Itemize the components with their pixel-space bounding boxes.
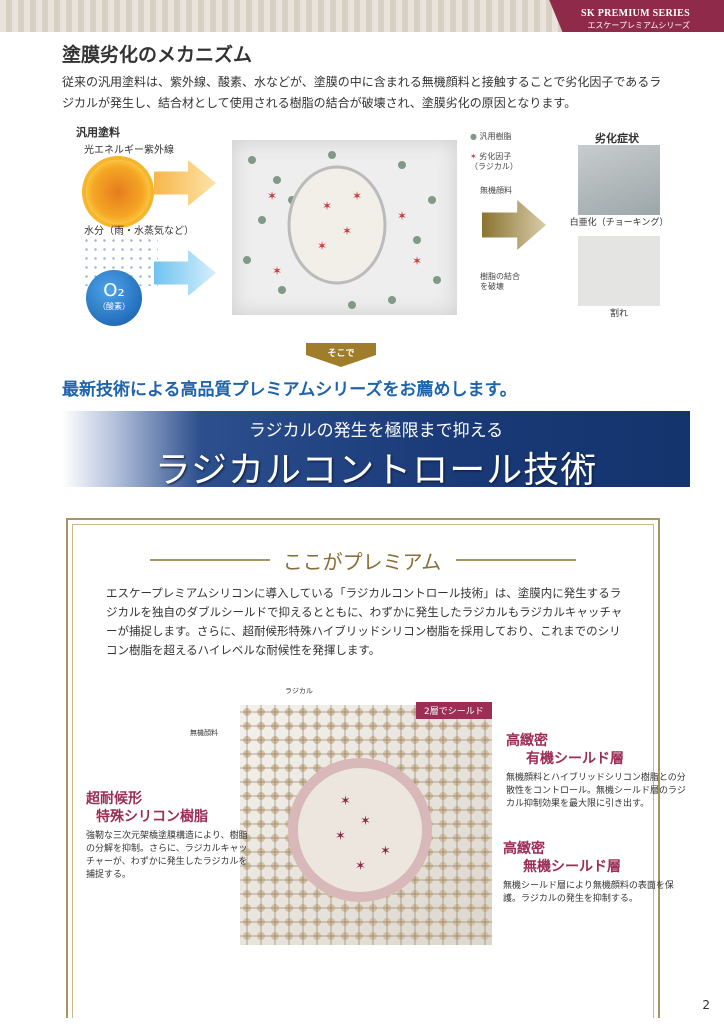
crack-caption: 割れ [609,309,628,319]
uv-label: 光エネルギー紫外線 [84,145,174,156]
legend-radical: ✶ 劣化因子（ラジカル） [470,152,520,172]
crack-photo: 割れ [578,236,660,320]
resin-title-line2: 特殊シリコン樹脂 [96,809,208,825]
series-name-jp: エスケープレミアムシリーズ [587,21,690,30]
premium-body: エスケープレミアムシリコンに導入している「ラジカルコントロール技術」は、塗膜内に… [106,586,623,657]
svg-text:✶: ✶ [340,794,351,809]
section-title: 塗膜劣化のメカニズム [62,44,253,66]
svg-text:✶: ✶ [380,844,391,859]
arrow-right-icon [154,250,216,296]
premium-frame-inner [72,524,654,1018]
pigment-sphere [287,165,387,285]
banner-title: ラジカルコントロール技術 [154,450,598,491]
svg-text:✶: ✶ [272,264,282,278]
double-shield-diagram: ✶ ✶ ✶ ✶ ✶ [240,705,492,945]
legend-resin-label: 汎用樹脂 [479,132,512,141]
pigment-label: 無機顔料 [190,729,218,737]
intro-text: 従来の汎用塗料は、紫外線、酸素、水などが、塗膜の中に含まれる無機顔料と接触するこ… [62,75,662,110]
divider [150,559,270,561]
radical-icon: ✶ [470,152,477,161]
divider [456,559,576,561]
svg-text:✶: ✶ [267,189,277,203]
banner-subtitle: ラジカルの発生を極限まで抑える [248,421,504,441]
svg-text:✶: ✶ [397,209,407,223]
svg-text:✶: ✶ [335,829,346,844]
svg-text:✶: ✶ [355,859,366,874]
radical-stars: ✶ ✶ ✶ ✶ ✶ ✶ ✶ ✶ [267,189,422,278]
radical-stars: ✶ ✶ ✶ ✶ ✶ [335,794,391,874]
resin-icon: ● [470,132,477,141]
headline: 最新技術による高品質プレミアムシリーズをお薦めします。 [62,380,517,400]
legend-radical-label: 劣化因子（ラジカル） [470,152,518,171]
svg-text:✶: ✶ [322,199,332,213]
two-layer-shield-tag: 2層でシールド [416,702,492,719]
chalking-caption: 白亜化（チョーキング） [569,218,669,228]
inorganic-title-line2: 無機シールド層 [523,859,621,875]
resin-title-line1: 超耐候形 [86,791,142,807]
inorganic-shield-description: 無機シールド層により無機顔料の表面を保護。ラジカルの発生を抑制する。 [503,881,674,904]
svg-text:✶: ✶ [360,814,371,829]
organic-title-line2: 有機シールド層 [526,751,624,767]
arrow-right-icon [482,200,546,250]
symptoms-title: 劣化症状 [595,132,639,145]
radical-control-banner: ラジカルの発生を極限まで抑える ラジカルコントロール技術 [62,411,690,491]
inorganic-shield-title: 高緻密無機シールド層 [503,840,621,876]
page-number: 2 [702,998,710,1012]
legend-resin: ● 汎用樹脂 [470,132,512,142]
svg-text:✶: ✶ [412,254,422,268]
resin-title: 超耐候形特殊シリコン樹脂 [86,790,208,826]
premium-title: ここがプレミアム [282,550,442,574]
legend-pigment: 無機顔料 [480,186,512,195]
sokode-arrow: そこで [306,343,376,367]
inorganic-shield-layer [298,768,422,892]
inorganic-title-line1: 高緻密 [503,841,545,857]
series-tab: SK PREMIUM SERIES エスケープレミアムシリーズ [549,0,724,32]
svg-text:✶: ✶ [352,189,362,203]
resin-description: 強靭な三次元架橋塗膜構造により、樹脂の分解を抑制。さらに、ラジカルキャッチャーが… [86,831,248,880]
svg-text:✶: ✶ [317,239,327,253]
organic-shield-title: 高緻密有機シールド層 [506,732,624,768]
oxygen-icon: O₂（酸素） [86,270,142,326]
chalking-photo: 白亜化（チョーキング） [570,145,668,229]
legend-break: 樹脂の結合を破壊 [480,272,520,291]
organic-title-line1: 高緻密 [506,733,548,749]
general-paint-label: 汎用塗料 [76,126,120,139]
radical-label: ラジカル [285,687,313,695]
premium-frame [66,518,660,1018]
svg-text:✶: ✶ [342,224,352,238]
series-name-en: SK PREMIUM SERIES [580,8,690,19]
o2-symbol: O₂ [103,280,125,301]
water-label: 水分（雨・水蒸気など） [84,226,194,237]
o2-label: （酸素） [98,302,130,311]
sun-icon [86,160,150,224]
coating-film-diagram: ✶ ✶ ✶ ✶ ✶ ✶ ✶ ✶ [232,140,457,315]
arrow-right-icon [154,160,216,206]
organic-shield-description: 無機顔料とハイブリッドシリコン樹脂との分散性をコントロール。無機シールド層のラジ… [506,773,686,809]
